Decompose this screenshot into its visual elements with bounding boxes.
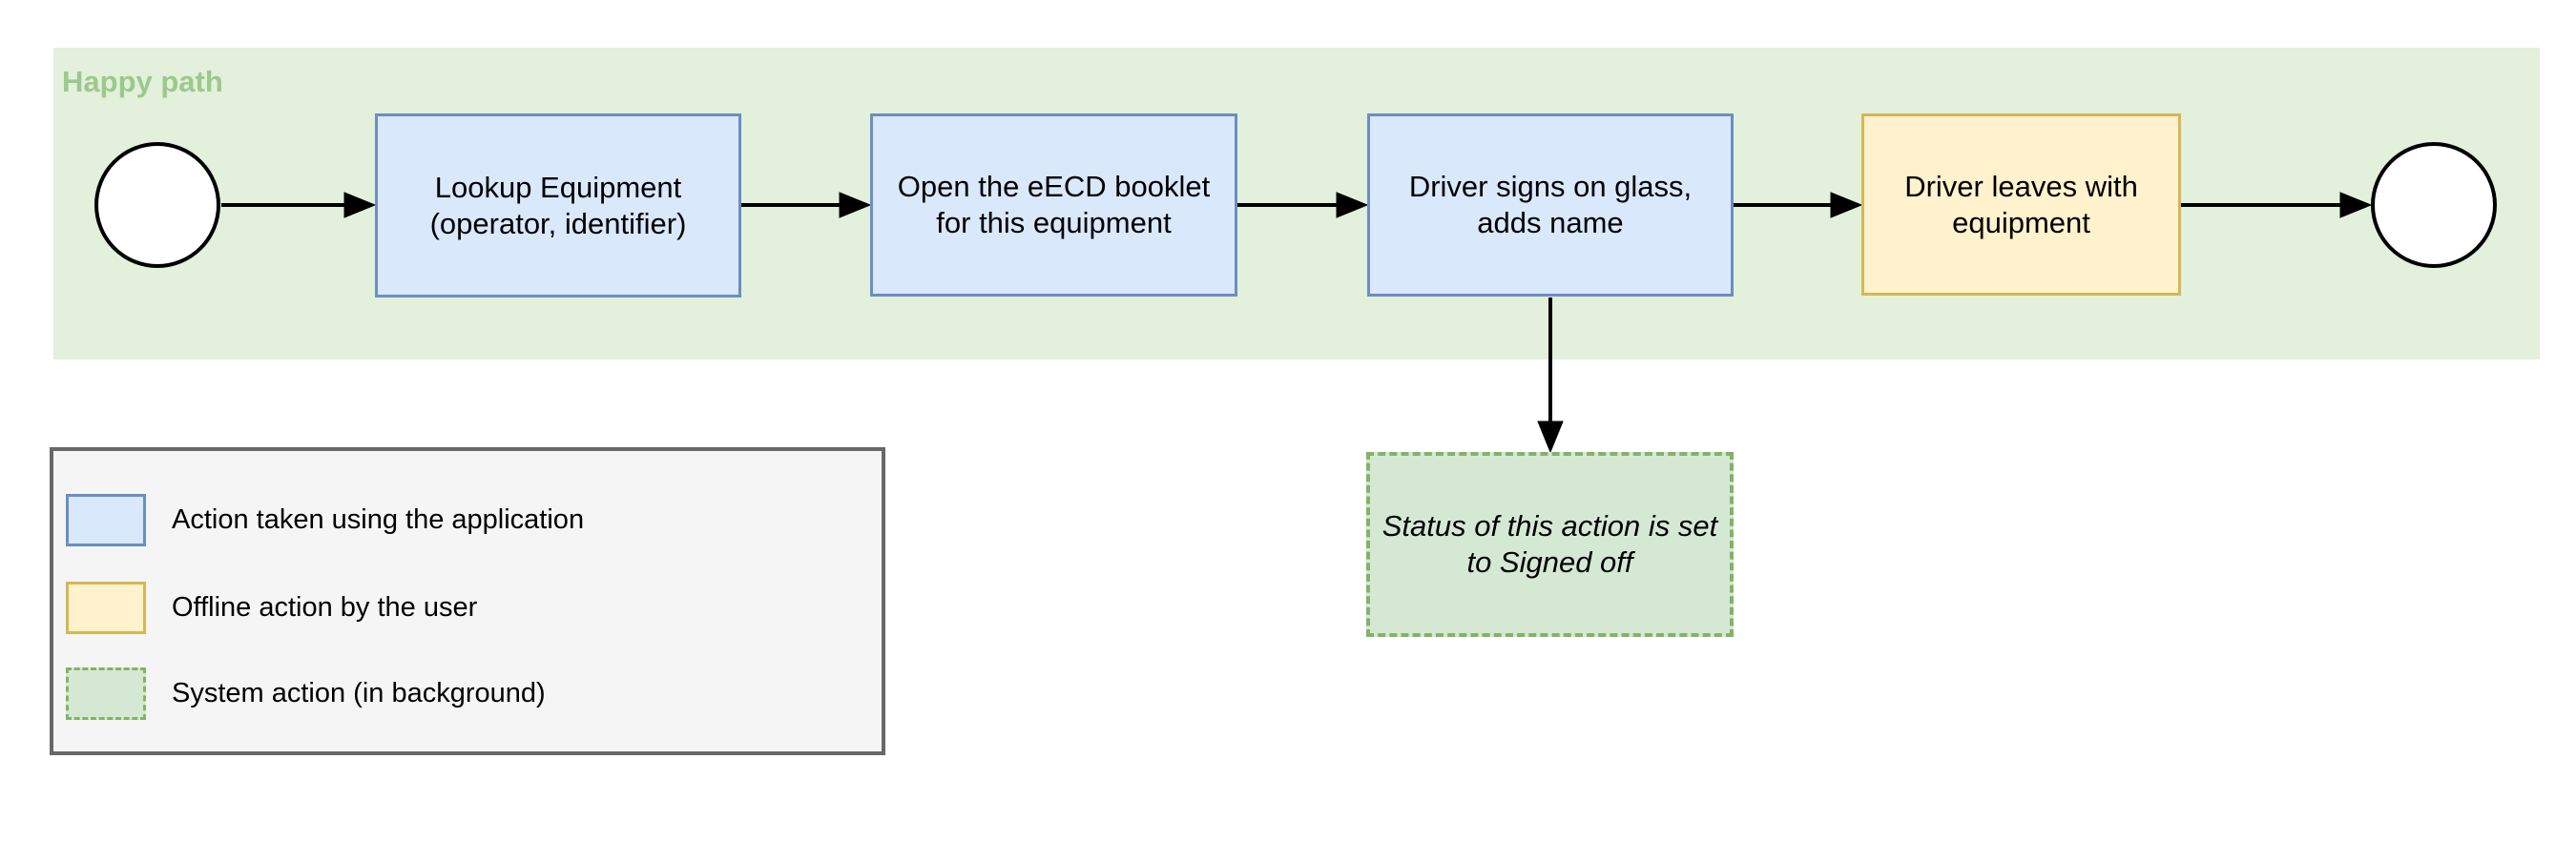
application-action-swatch — [66, 494, 146, 546]
legend-box: Action taken using the application Offli… — [50, 447, 885, 755]
node-open-eecd-booklet: Open the eECD booklet for this equipment — [870, 113, 1237, 297]
system-action-label: System action (in background) — [172, 678, 546, 708]
node-lookup-equipment-label: Lookup Equipment (operator, identifier) — [429, 170, 687, 240]
application-action-label: Action taken using the application — [172, 504, 585, 535]
node-status-signed-off-label: Status of this action is set to Signed o… — [1381, 509, 1718, 579]
node-lookup-equipment: Lookup Equipment (operator, identifier) — [375, 113, 741, 298]
happy-path-title: Happy path — [62, 65, 223, 98]
offline-action-label: Offline action by the user — [172, 592, 478, 623]
node-open-eecd-booklet-label: Open the eECD booklet for this equipment — [897, 170, 1211, 239]
system-action-swatch — [66, 667, 146, 720]
node-driver-signs-on-glass-label: Driver signs on glass, adds name — [1408, 170, 1693, 239]
end-event-circle — [2371, 142, 2497, 268]
legend-item-application-action: Action taken using the application — [66, 494, 584, 546]
offline-action-swatch — [66, 582, 146, 634]
node-driver-leaves-with-equipment: Driver leaves with equipment — [1861, 113, 2181, 296]
node-driver-signs-on-glass: Driver signs on glass, adds name — [1367, 113, 1734, 297]
node-driver-leaves-with-equipment-label: Driver leaves with equipment — [1904, 169, 2138, 239]
start-event-circle — [94, 142, 220, 268]
legend-item-system-action: System action (in background) — [66, 667, 546, 720]
legend-item-offline-action: Offline action by the user — [66, 582, 477, 634]
node-status-signed-off: Status of this action is set to Signed o… — [1366, 452, 1734, 637]
